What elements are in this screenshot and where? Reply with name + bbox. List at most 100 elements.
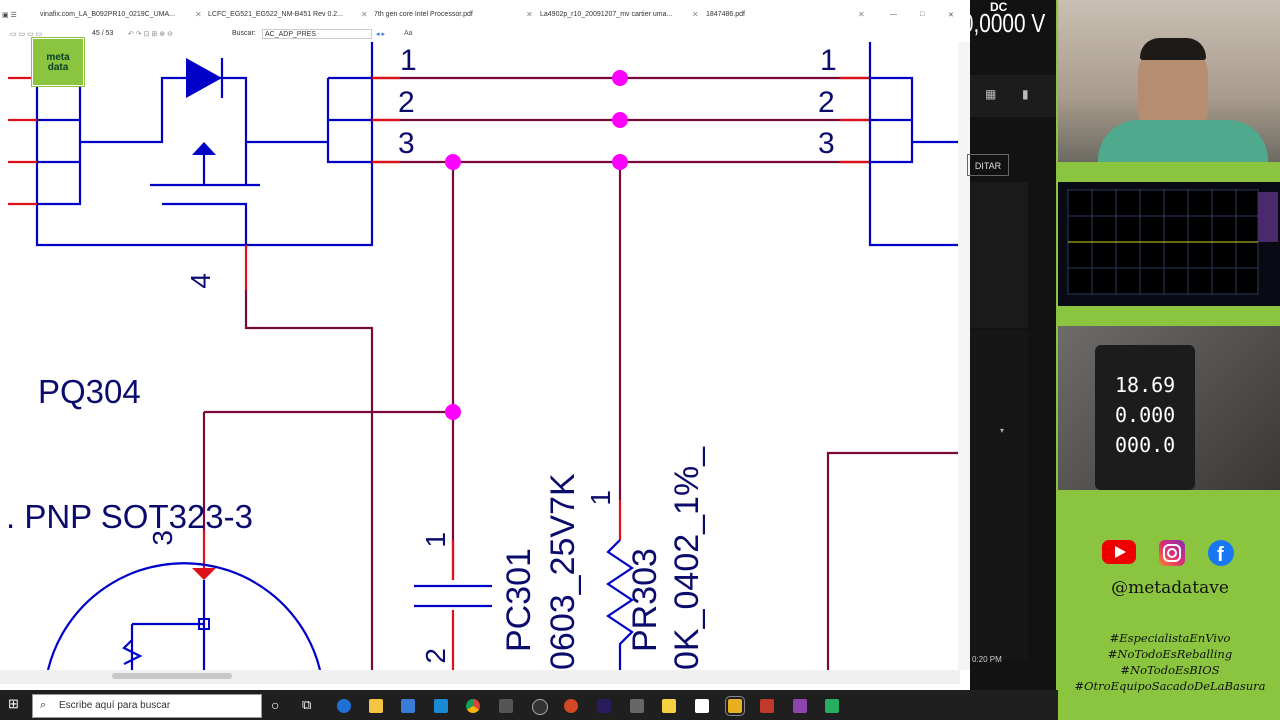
tab-1[interactable]: vinafix.com_LA_B092PR10_0219C_UMA... [40, 11, 176, 18]
hashtag: #NoTodoEsReballing [1107, 647, 1233, 661]
windows-start-icon[interactable]: ⊞ [8, 696, 19, 711]
hashtag: #NoTodoEsBIOS [1120, 663, 1220, 677]
taskbar-search-input[interactable]: Escribe aquí para buscar [32, 694, 262, 718]
junction-node [612, 70, 628, 86]
facebook-icon[interactable]: f [1208, 540, 1234, 566]
clock-time: 0:20 PM [972, 655, 1002, 664]
cap-value: 0603_25V7K [544, 473, 582, 670]
tab-5[interactable]: 1847486.pdf [706, 11, 745, 18]
scrollbar-thumb[interactable] [112, 673, 232, 679]
meter-mode: DC [990, 0, 1008, 14]
person-hair [1140, 38, 1206, 60]
webcam-feed [1058, 0, 1280, 162]
psu-power: 000.0 [1115, 433, 1176, 457]
part-type: . PNP SOT323-3 [6, 498, 253, 535]
side-panel-section: ▾ [970, 330, 1028, 660]
app-icon[interactable] [793, 699, 807, 713]
social-handle: @metadatave [1111, 578, 1229, 598]
close-icon[interactable]: ✕ [526, 10, 533, 19]
res-value: 0K_0402_1%_ [668, 446, 706, 670]
mail-icon[interactable] [434, 699, 448, 713]
close-icon[interactable]: ✕ [858, 10, 865, 19]
close-icon[interactable]: ✕ [195, 10, 202, 19]
calculator-icon[interactable] [499, 699, 513, 713]
tab-4[interactable]: La4902p_r10_20091207_mv cartier uma... [540, 11, 673, 18]
toolbar-icons[interactable]: ▭ ▭ ▭ ▭ [10, 31, 43, 38]
scope-grid [1067, 189, 1278, 295]
pin-label: 1 [820, 44, 837, 77]
app-icon[interactable] [662, 699, 676, 713]
close-icon[interactable]: ✕ [361, 10, 368, 19]
edit-button[interactable]: DITAR [967, 154, 1009, 176]
youtube-icon[interactable] [1102, 540, 1136, 564]
task-view-icon[interactable]: ⧉ [302, 697, 312, 712]
cap-pin1: 1 [420, 532, 451, 548]
pin3-label: 3 [147, 530, 178, 546]
res-ref: PR303 [626, 548, 664, 652]
psu-voltage: 18.69 [1115, 373, 1176, 397]
app-icon[interactable] [825, 699, 839, 713]
nav-icons[interactable]: ↶ ↷ ⊡ ⊞ ⊕ ⊖ [128, 31, 173, 38]
app-menu-icon[interactable]: ▣ ☰ [2, 12, 17, 19]
vertical-scrollbar[interactable] [958, 42, 970, 670]
chrome-icon[interactable] [466, 699, 480, 713]
active-app-icon[interactable] [725, 696, 745, 716]
junction-node [612, 112, 628, 128]
app-icon[interactable] [760, 699, 774, 713]
person-shirt [1098, 120, 1268, 162]
calendar-icon[interactable]: ▦ [985, 87, 997, 101]
junction-node [612, 154, 628, 170]
pin-label: 2 [398, 86, 415, 119]
res-pin1: 1 [585, 490, 616, 506]
maximize-icon[interactable]: □ [920, 11, 925, 18]
dropdown-icon[interactable]: ▾ [1000, 426, 1005, 435]
tab-bar: ▣ ☰ vinafix.com_LA_B092PR10_0219C_UMA...… [0, 8, 970, 28]
pdf-toolbar: ▭ ▭ ▭ ▭ 45 / 53 ↶ ↷ ⊡ ⊞ ⊕ ⊖ Buscar: AC_A… [0, 28, 970, 42]
search-label: Buscar: [232, 30, 256, 37]
pin-label: 3 [398, 127, 415, 160]
side-panel-section [970, 182, 1028, 328]
junction-node [445, 404, 461, 420]
schematic-canvas[interactable]: 1 2 3 1 2 3 4 PQ304 . PNP SOT323-3 3 1 2… [0, 42, 960, 670]
pin-label: 2 [818, 86, 835, 119]
powerpoint-icon[interactable] [564, 699, 578, 713]
part-name: PQ304 [38, 373, 141, 410]
hashtag-list: #EspecialistaEnVivo #NoTodoEsReballing #… [1060, 630, 1280, 694]
page-indicator[interactable]: 45 / 53 [92, 30, 114, 37]
horizontal-scrollbar[interactable] [0, 670, 960, 684]
close-icon[interactable]: ✕ [692, 10, 699, 19]
instagram-icon[interactable] [1159, 540, 1185, 566]
side-panel-header: ▦ ▮ [970, 75, 1056, 117]
app-icon[interactable] [630, 699, 644, 713]
search-input[interactable]: AC_ADP_PRES [262, 29, 372, 39]
settings-icon[interactable] [532, 699, 548, 715]
app-icon[interactable] [695, 699, 709, 713]
oscilloscope-feed [1058, 182, 1280, 306]
premiere-icon[interactable] [597, 699, 611, 713]
match-case-icon[interactable]: Aa [404, 30, 413, 37]
cap-ref: PC301 [500, 548, 538, 652]
schematic-drawing: 1 2 3 1 2 3 4 PQ304 . PNP SOT323-3 3 1 2… [6, 42, 958, 670]
store-icon[interactable] [401, 699, 415, 713]
minimize-icon[interactable]: — [890, 11, 897, 18]
hashtag: #OtroEquipoSacadoDeLaBasura [1074, 679, 1266, 693]
cap-pin2: 2 [420, 648, 451, 664]
tab-2[interactable]: LCFC_EG521_EG522_NM-B451 Rev 0.2... [208, 11, 344, 18]
pin4-label: 4 [185, 273, 216, 289]
psu-current: 0.000 [1115, 403, 1176, 427]
hashtag: #EspecialistaEnVivo [1109, 631, 1231, 645]
pin-label: 1 [400, 44, 417, 77]
edge-icon[interactable] [337, 699, 351, 713]
meter-reading: -0,0000 V [955, 8, 1046, 38]
svg-text:f: f [1217, 544, 1224, 566]
diode-icon [186, 58, 222, 98]
power-supply-display: 18.69 0.000 000.0 [1095, 345, 1195, 490]
search-arrows-icon[interactable]: ◂ ▸ [376, 31, 385, 38]
tab-3[interactable]: 7th gen core Intel Processor.pdf [374, 11, 473, 18]
pin-label: 3 [818, 127, 835, 160]
close-window-icon[interactable]: ✕ [948, 12, 954, 19]
bookmark-icon[interactable]: ▮ [1022, 87, 1029, 101]
cortana-icon[interactable]: ○ [271, 697, 280, 713]
file-explorer-icon[interactable] [369, 699, 383, 713]
